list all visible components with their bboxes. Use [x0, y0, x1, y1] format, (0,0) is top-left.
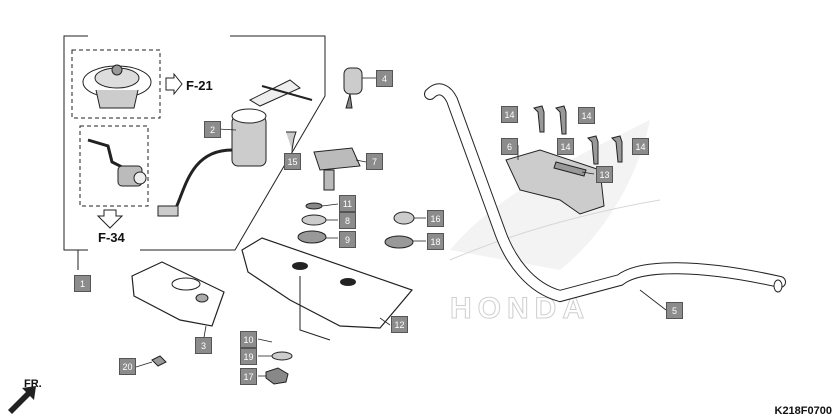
- callout-2[interactable]: 2: [204, 121, 221, 138]
- callout-13[interactable]: 13: [596, 166, 613, 183]
- callout-14[interactable]: 14: [632, 138, 649, 155]
- callout-10[interactable]: 10: [240, 331, 257, 348]
- callout-5[interactable]: 5: [666, 302, 683, 319]
- callout-17[interactable]: 17: [240, 368, 257, 385]
- callout-11[interactable]: 11: [339, 195, 356, 212]
- callout-16[interactable]: 16: [427, 210, 444, 227]
- washer-16-18: [384, 211, 415, 249]
- diagram-code: K218F0700: [774, 405, 833, 417]
- ref-f34: F-34: [98, 230, 125, 245]
- holder-upper-illustration: [313, 147, 361, 191]
- front-label: FR.: [24, 378, 42, 390]
- bolt-15-illustration: [286, 131, 297, 151]
- seat-lock-box: [79, 125, 149, 207]
- arrow-right-icon: [165, 72, 183, 96]
- callout-4[interactable]: 4: [376, 70, 393, 87]
- holder-assembly-illustration: [505, 149, 605, 215]
- fuel-cap-illustration: [82, 64, 152, 109]
- bolts-14: [533, 105, 623, 165]
- front-arrow-icon: [8, 386, 36, 414]
- callout-3[interactable]: 3: [195, 337, 212, 354]
- callout-6[interactable]: 6: [501, 138, 518, 155]
- callout-15[interactable]: 15: [284, 153, 301, 170]
- callout-14[interactable]: 14: [578, 107, 595, 124]
- plate-13-illustration: [553, 161, 587, 177]
- top-bridge-illustration: [241, 237, 414, 329]
- callout-14[interactable]: 14: [557, 138, 574, 155]
- key-illustration: [343, 67, 363, 109]
- callout-8[interactable]: 8: [339, 212, 356, 229]
- washer-19: [271, 351, 293, 361]
- top-bridge-holes: [292, 262, 356, 286]
- callout-1[interactable]: 1: [74, 275, 91, 292]
- washer-stack: [297, 202, 327, 244]
- callout-19[interactable]: 19: [240, 348, 257, 365]
- callout-9[interactable]: 9: [339, 231, 356, 248]
- callout-18[interactable]: 18: [427, 233, 444, 250]
- arrow-down-icon: [96, 209, 124, 229]
- callout-20[interactable]: 20: [119, 358, 136, 375]
- nut-17: [265, 367, 289, 385]
- cover-illustration: [131, 261, 225, 327]
- callout-12[interactable]: 12: [391, 316, 408, 333]
- screw-20: [151, 355, 167, 367]
- ref-f21: F-21: [186, 78, 213, 93]
- fuel-cap-box: [71, 49, 161, 119]
- ignition-switch-illustration: [157, 79, 313, 217]
- callout-14[interactable]: 14: [501, 106, 518, 123]
- leader-lines: [135, 77, 667, 377]
- kit-outline: [63, 35, 326, 270]
- callout-7[interactable]: 7: [366, 153, 383, 170]
- seat-lock-illustration: [87, 138, 147, 187]
